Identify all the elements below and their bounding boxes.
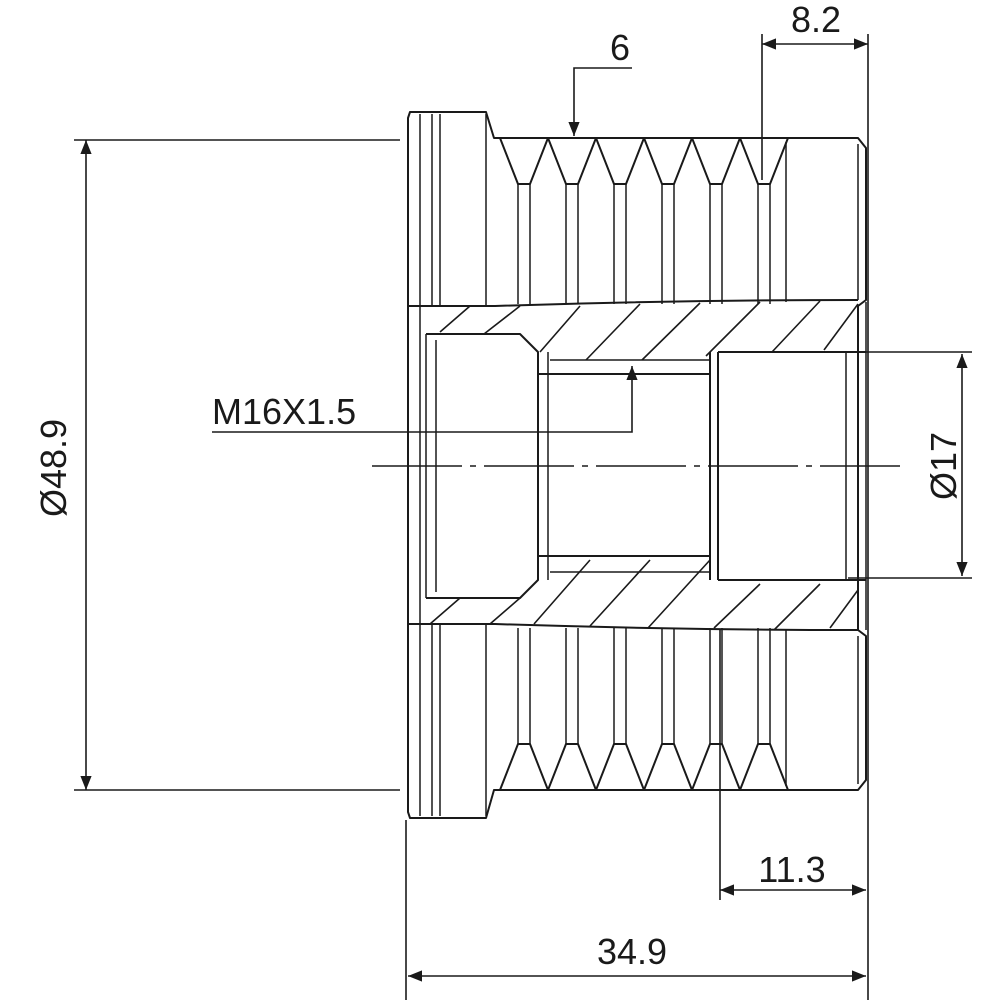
hatch-line	[489, 597, 521, 625]
hatch-line	[705, 301, 761, 357]
hatch-line	[483, 305, 521, 335]
top-groove	[547, 137, 597, 185]
bottom-groove	[643, 743, 693, 791]
hatch-line	[429, 597, 461, 625]
hatch-line	[829, 589, 859, 629]
section-hatching	[429, 300, 859, 631]
overall-length-label: 34.9	[597, 931, 667, 972]
thread-label: M16X1.5	[212, 391, 356, 432]
bottom-groove	[547, 743, 597, 791]
dim-outer-diameter: Ø48.9	[33, 139, 400, 791]
bore-depth-label: 11.3	[758, 849, 825, 890]
top-groove	[595, 137, 645, 185]
dim-bore-depth: 11.3	[719, 630, 866, 900]
hatch-line	[641, 302, 701, 361]
face-width-label: 8.2	[791, 0, 841, 40]
bottom-groove	[691, 743, 741, 791]
dim-groove-pitch: 6	[568, 27, 632, 136]
hatch-line	[771, 300, 821, 353]
hatch-line	[713, 583, 761, 629]
top-groove	[499, 137, 549, 185]
pulley-outline	[407, 111, 867, 819]
hatch-line	[585, 303, 641, 361]
top-groove	[691, 137, 741, 185]
top-groove	[643, 137, 693, 185]
groove-pitch-label: 6	[610, 27, 630, 68]
hatch-line	[823, 303, 859, 351]
section-view	[407, 299, 867, 631]
bottom-groove	[595, 743, 645, 791]
dim-thread: M16X1.5	[212, 366, 638, 433]
dim-overall-length: 34.9	[405, 820, 866, 1000]
top-groove	[739, 137, 789, 185]
bore-diameter-label: Ø17	[923, 432, 964, 500]
bottom-groove	[739, 743, 789, 791]
hatch-line	[773, 583, 821, 631]
dim-face-width: 8.2	[761, 0, 869, 1000]
outer-diameter-label: Ø48.9	[33, 419, 74, 517]
hatch-line	[647, 559, 711, 629]
dim-bore-diameter: Ø17	[848, 351, 972, 579]
v-grooves	[499, 137, 789, 791]
hatch-line	[533, 559, 591, 625]
hatch-line	[589, 559, 651, 627]
hatch-line	[539, 305, 581, 353]
bottom-groove	[499, 743, 549, 791]
hatch-line	[439, 305, 471, 333]
